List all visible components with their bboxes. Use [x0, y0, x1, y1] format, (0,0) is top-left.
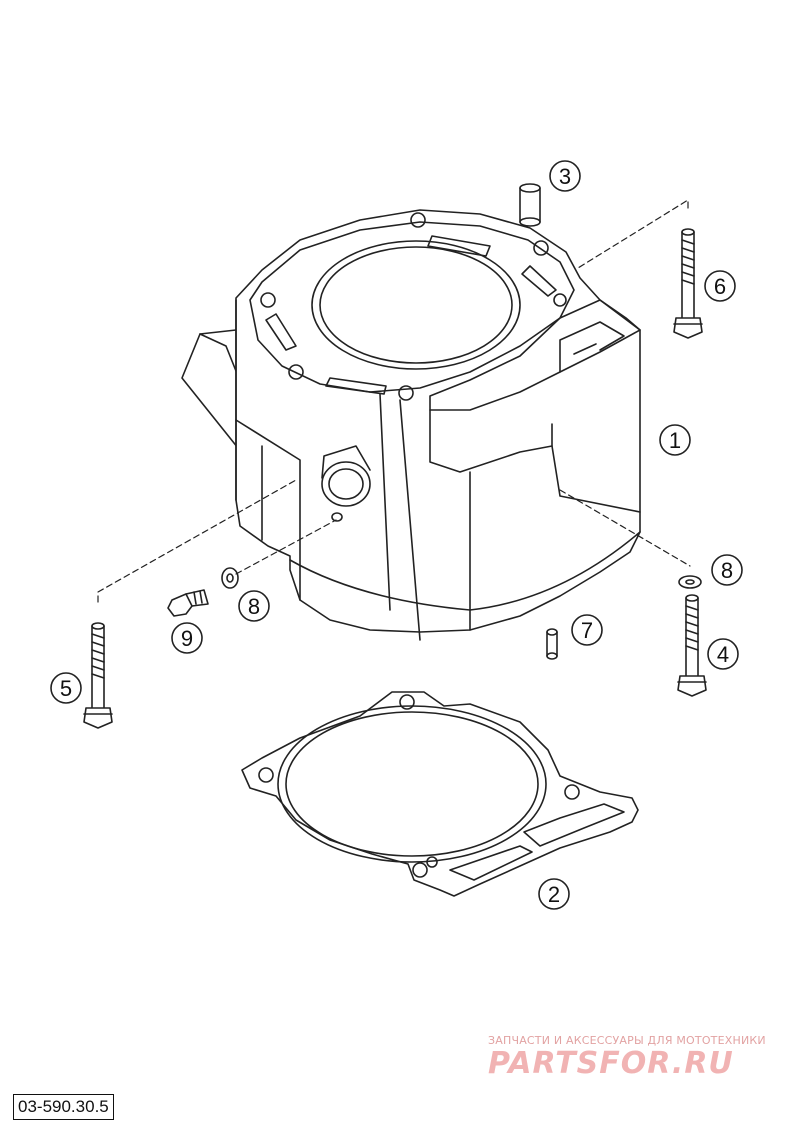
- svg-text:8: 8: [248, 594, 260, 619]
- svg-text:1: 1: [669, 428, 681, 453]
- svg-text:8: 8: [721, 558, 733, 583]
- callout-8-left[interactable]: 8: [238, 590, 270, 622]
- svg-text:6: 6: [714, 274, 726, 299]
- callout-9[interactable]: 9: [171, 622, 203, 654]
- watermark-tagline: ЗАПЧАСТИ И АКСЕССУАРЫ ДЛЯ МОТОТЕХНИКИ: [488, 1034, 766, 1047]
- diagram-code-label: 03-590.30.5: [13, 1094, 114, 1120]
- dowel-pin-bottom-part[interactable]: [546, 628, 558, 660]
- plug-screw-part[interactable]: [167, 589, 209, 617]
- callout-3[interactable]: 3: [549, 160, 581, 192]
- callout-2[interactable]: 2: [538, 878, 570, 910]
- callout-8-right[interactable]: 8: [711, 554, 743, 586]
- watermark-logo: PARTSFOR.RU: [488, 1046, 734, 1081]
- leader-lines: [97, 199, 691, 603]
- cylinder-part[interactable]: [181, 209, 641, 641]
- svg-text:5: 5: [60, 676, 72, 701]
- callout-5[interactable]: 5: [50, 672, 82, 704]
- svg-text:4: 4: [717, 642, 729, 667]
- svg-text:3: 3: [559, 164, 571, 189]
- bolt-right-part[interactable]: [677, 594, 707, 697]
- svg-text:9: 9: [181, 626, 193, 651]
- callout-7[interactable]: 7: [571, 614, 603, 646]
- svg-text:7: 7: [581, 618, 593, 643]
- washer-right-part[interactable]: [678, 575, 702, 589]
- svg-text:2: 2: [548, 882, 560, 907]
- callout-4[interactable]: 4: [707, 638, 739, 670]
- dowel-pin-top-part[interactable]: [519, 183, 541, 227]
- callout-1[interactable]: 1: [659, 424, 691, 456]
- bolt-left-part[interactable]: [83, 622, 113, 729]
- base-gasket-part[interactable]: [241, 691, 639, 897]
- washer-left-part[interactable]: [221, 567, 239, 589]
- bolt-top-right-part[interactable]: [673, 228, 703, 339]
- callout-6[interactable]: 6: [704, 270, 736, 302]
